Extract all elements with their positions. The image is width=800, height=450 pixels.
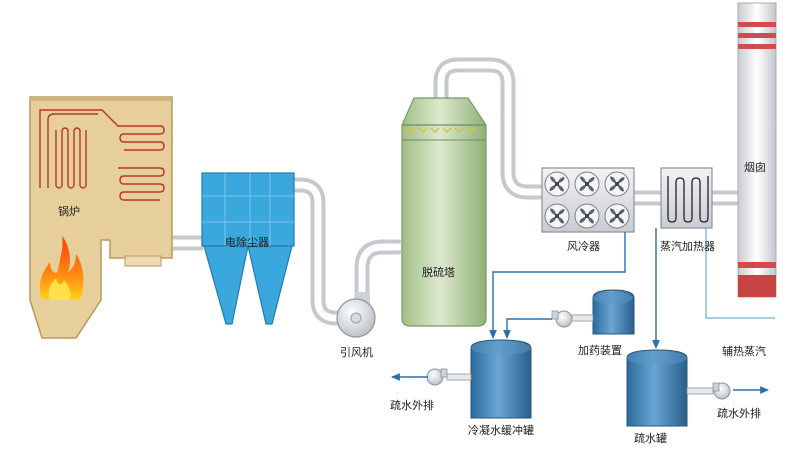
flame-icon bbox=[39, 236, 84, 300]
chimney bbox=[737, 2, 777, 298]
fan-blade-icon bbox=[574, 171, 600, 197]
condensate-tank bbox=[470, 339, 532, 419]
boiler-tube-coils bbox=[39, 109, 165, 201]
boiler bbox=[29, 96, 173, 339]
dosing-tank bbox=[592, 289, 635, 335]
pump-icon bbox=[551, 310, 594, 328]
aux-steam-label: 辅热蒸汽 bbox=[722, 345, 766, 358]
dosing-device-label: 加药装置 bbox=[578, 344, 622, 357]
flow-arrow-icon bbox=[489, 232, 626, 339]
drain-out-right-label: 疏水外排 bbox=[717, 407, 761, 420]
dust-collector-label: 电除尘器 bbox=[225, 236, 269, 249]
flow-arrow-icon bbox=[503, 318, 552, 339]
boiler-label: 锅炉 bbox=[58, 205, 80, 218]
demister-chevrons bbox=[406, 127, 476, 134]
steam-heater bbox=[660, 167, 713, 229]
desulfur-tower-label: 脱硫塔 bbox=[422, 266, 455, 279]
pump-icon bbox=[686, 382, 731, 400]
flow-lines bbox=[391, 228, 775, 394]
pump-icon bbox=[426, 368, 472, 386]
fan-blade-icon bbox=[604, 203, 630, 229]
dust-collector bbox=[201, 172, 295, 325]
drain-tank-label: 疏水罐 bbox=[634, 432, 667, 445]
air-cooler bbox=[541, 167, 635, 233]
fan-blade-icon bbox=[544, 171, 570, 197]
fan-blade-icon bbox=[544, 203, 570, 229]
flue-gas-pipes bbox=[170, 57, 738, 326]
desulfur-tower bbox=[401, 97, 487, 327]
induced-fan-label: 引风机 bbox=[340, 346, 373, 359]
steam-heater-label: 蒸汽加热器 bbox=[660, 240, 715, 253]
fan-blade-icon bbox=[574, 203, 600, 229]
drain-tank bbox=[626, 349, 688, 427]
fan-blade-icon bbox=[604, 171, 630, 197]
induced-fan bbox=[336, 292, 376, 338]
condensate-tank-label: 冷凝水缓冲罐 bbox=[468, 424, 534, 437]
air-cooler-label: 风冷器 bbox=[567, 240, 600, 253]
chimney-label: 烟囱 bbox=[744, 161, 766, 174]
drain-out-left-label: 疏水外排 bbox=[390, 399, 434, 412]
